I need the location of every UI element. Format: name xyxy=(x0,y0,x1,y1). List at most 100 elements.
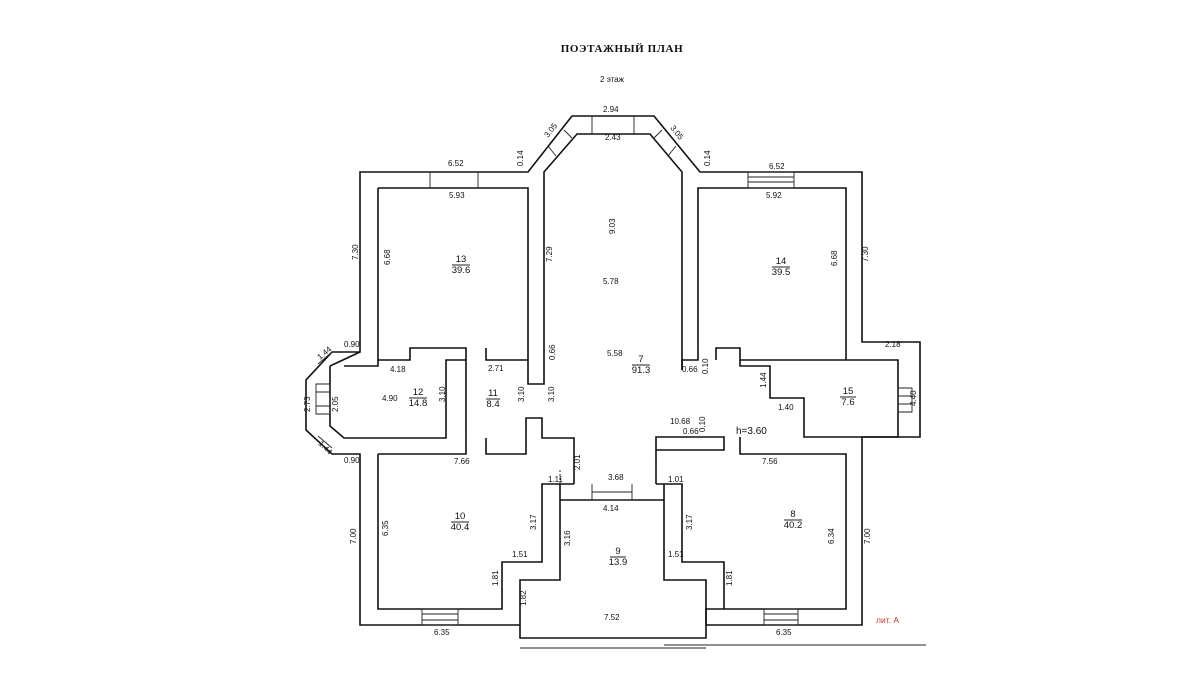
dimension-label: 7.56 xyxy=(762,457,778,466)
dimension-label: 1.82 xyxy=(519,590,528,606)
room-14-id: 14 xyxy=(776,256,787,267)
dimension-label: 6.52 xyxy=(769,162,785,171)
dimension-label: 2.43 xyxy=(605,133,621,142)
dimension-label: 0.90 xyxy=(344,340,360,349)
dimension-label: 1.51 xyxy=(512,550,528,559)
dimension-label: 2.01 xyxy=(573,454,582,470)
dimension-label: 6.68 xyxy=(830,250,839,266)
room-7-id: 7 xyxy=(638,354,643,365)
dimension-label: 7.00 xyxy=(863,528,872,544)
room-10-id: 10 xyxy=(455,511,466,522)
dimension-label: 3.16 xyxy=(563,530,572,546)
dimension-label: 5.92 xyxy=(766,191,782,200)
svg-text:7: 7 xyxy=(638,354,643,365)
dimension-label: 10.68 xyxy=(670,417,691,426)
dimension-label: 5.58 xyxy=(607,349,623,358)
underlines xyxy=(520,644,926,649)
dimension-label: 7.29 xyxy=(545,246,554,262)
west-rooms-walls xyxy=(329,351,575,484)
dimension-label: 3.17 xyxy=(685,514,694,530)
svg-text:13.9: 13.9 xyxy=(609,557,628,568)
svg-text:14.8: 14.8 xyxy=(409,398,428,409)
dimension-label: 0.10 xyxy=(698,416,707,432)
svg-text:40.4: 40.4 xyxy=(451,522,470,533)
room-labels: 13 39.6 14 39.5 7 91.3 12 14.8 11 8.4 15… xyxy=(409,254,856,568)
dimension-label: 1.40 xyxy=(778,403,794,412)
svg-text:91.3: 91.3 xyxy=(632,365,651,376)
svg-text:11: 11 xyxy=(488,388,498,399)
dimension-label: 6.35 xyxy=(434,628,450,637)
room-13-id: 13 xyxy=(456,254,467,265)
dimension-label: 0.66 xyxy=(682,365,698,374)
dimension-label: 2.73 xyxy=(303,396,312,412)
svg-text:39.5: 39.5 xyxy=(772,267,791,278)
dimension-label: 3.05 xyxy=(542,121,559,139)
dimension-label: 4.14 xyxy=(603,504,619,513)
svg-text:10: 10 xyxy=(455,511,466,522)
dimension-label: 6.52 xyxy=(448,159,464,168)
dimension-label: 9.03 xyxy=(608,218,617,234)
dimension-label: 2.94 xyxy=(603,105,619,114)
dimension-label: 6.34 xyxy=(827,528,836,544)
dimension-label: 7.66 xyxy=(454,457,470,466)
room-14-area: 39.5 xyxy=(772,267,791,278)
floor-label: 2 этаж xyxy=(600,75,625,84)
room-9-area: 13.9 xyxy=(609,557,628,568)
room-12-area: 14.8 xyxy=(409,398,428,409)
dimension-label: 2.71 xyxy=(488,364,504,373)
room-8-id: 8 xyxy=(790,509,795,520)
dimension-label: 1.81 xyxy=(725,570,734,586)
dimension-label: 6.35 xyxy=(776,628,792,637)
dimension-label: 1.51 xyxy=(668,550,684,559)
dimension-label: 4.90 xyxy=(382,394,398,403)
dimension-label: 2.05 xyxy=(331,396,340,412)
svg-text:8.4: 8.4 xyxy=(486,399,499,410)
dimension-label: 2.18 xyxy=(885,340,901,349)
dimension-label: 3.05 xyxy=(668,124,685,142)
svg-text:40.2: 40.2 xyxy=(784,520,803,531)
dimension-label: 0.90 xyxy=(344,456,360,465)
dimension-label: 6.35 xyxy=(381,520,390,536)
room-12-id: 12 xyxy=(413,387,424,398)
svg-text:39.6: 39.6 xyxy=(452,265,471,276)
dimension-label: 0.14 xyxy=(516,150,525,166)
south-rooms-walls xyxy=(377,438,725,625)
svg-text:14: 14 xyxy=(776,256,787,267)
dimension-label: 1.01 xyxy=(668,475,684,484)
dimension-label: 7.52 xyxy=(604,613,620,622)
dimension-label: 7.30 xyxy=(351,244,360,260)
dimension-label: 3.10 xyxy=(517,386,526,402)
dimension-label: 0.66 xyxy=(548,344,557,360)
dimension-label: 7.30 xyxy=(861,246,870,262)
dimension-label: 5.93 xyxy=(449,191,465,200)
dimension-label: 7.00 xyxy=(349,528,358,544)
plan-title: ПОЭТАЖНЫЙ ПЛАН xyxy=(561,43,684,55)
dimension-label: 1.44 xyxy=(759,372,768,388)
dimension-label: 5.78 xyxy=(603,277,619,286)
room-9-id: 9 xyxy=(615,546,620,557)
room-11-id: 11 xyxy=(488,388,498,399)
dimension-label: 3.10 xyxy=(438,386,447,402)
room-15-id: 15 xyxy=(843,386,854,397)
dimension-label: 0.10 xyxy=(701,358,710,374)
svg-text:13: 13 xyxy=(456,254,467,265)
dimension-label: 4.18 xyxy=(390,365,406,374)
dimension-label: 3.68 xyxy=(608,473,624,482)
dimension-label: 3.10 xyxy=(547,386,556,402)
room-15-area: 7.6 xyxy=(841,397,854,408)
dimension-label: 4.40 xyxy=(909,390,918,406)
litera-label: лит. А xyxy=(876,615,899,625)
dimension-label: 1.81 xyxy=(491,570,500,586)
room-7-area: 91.3 xyxy=(632,365,651,376)
room-8-area: 40.2 xyxy=(784,520,803,531)
dimension-label: 3.17 xyxy=(529,514,538,530)
svg-text:12: 12 xyxy=(413,387,424,398)
room-13-area: 39.6 xyxy=(452,265,471,276)
windows xyxy=(315,116,913,626)
dimension-label: 0.66 xyxy=(683,427,699,436)
dimension-label: 6.68 xyxy=(383,249,392,265)
svg-text:9: 9 xyxy=(615,546,620,557)
dimension-label: 0.14 xyxy=(703,150,712,166)
svg-text:7.6: 7.6 xyxy=(841,397,854,408)
svg-text:8: 8 xyxy=(790,509,795,520)
